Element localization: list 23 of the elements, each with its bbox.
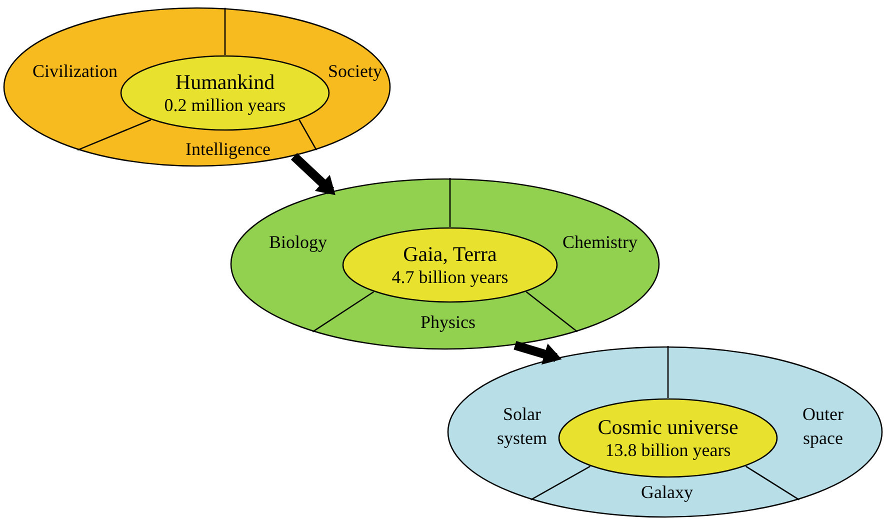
core-title: Cosmic universe <box>598 415 738 439</box>
core-ellipse <box>342 227 558 303</box>
sector-label: Biology <box>268 231 328 254</box>
arrow <box>290 153 336 196</box>
sector-label: Galaxy <box>640 481 694 504</box>
sector-label: Civilization <box>32 60 118 83</box>
sector-label: Solar system <box>496 403 548 450</box>
core-ellipse <box>558 398 778 478</box>
arrow <box>514 341 562 365</box>
core-title: Humankind <box>175 70 275 94</box>
sector-label: Society <box>327 60 383 83</box>
sector-label: Outer space <box>802 403 844 450</box>
sector-label: Chemistry <box>562 231 638 254</box>
core-ellipse <box>120 55 330 131</box>
core-subtitle: 4.7 billion years <box>392 266 508 288</box>
core-subtitle: 13.8 billion years <box>605 439 731 461</box>
ring-ellipse <box>230 178 660 350</box>
sector-label: Physics <box>419 311 476 334</box>
ring-ellipse <box>447 346 883 518</box>
sector-label: Intelligence <box>184 138 272 161</box>
ring-ellipse <box>3 7 391 167</box>
core-title: Gaia, Terra <box>403 242 497 266</box>
core-subtitle: 0.2 million years <box>164 94 286 116</box>
